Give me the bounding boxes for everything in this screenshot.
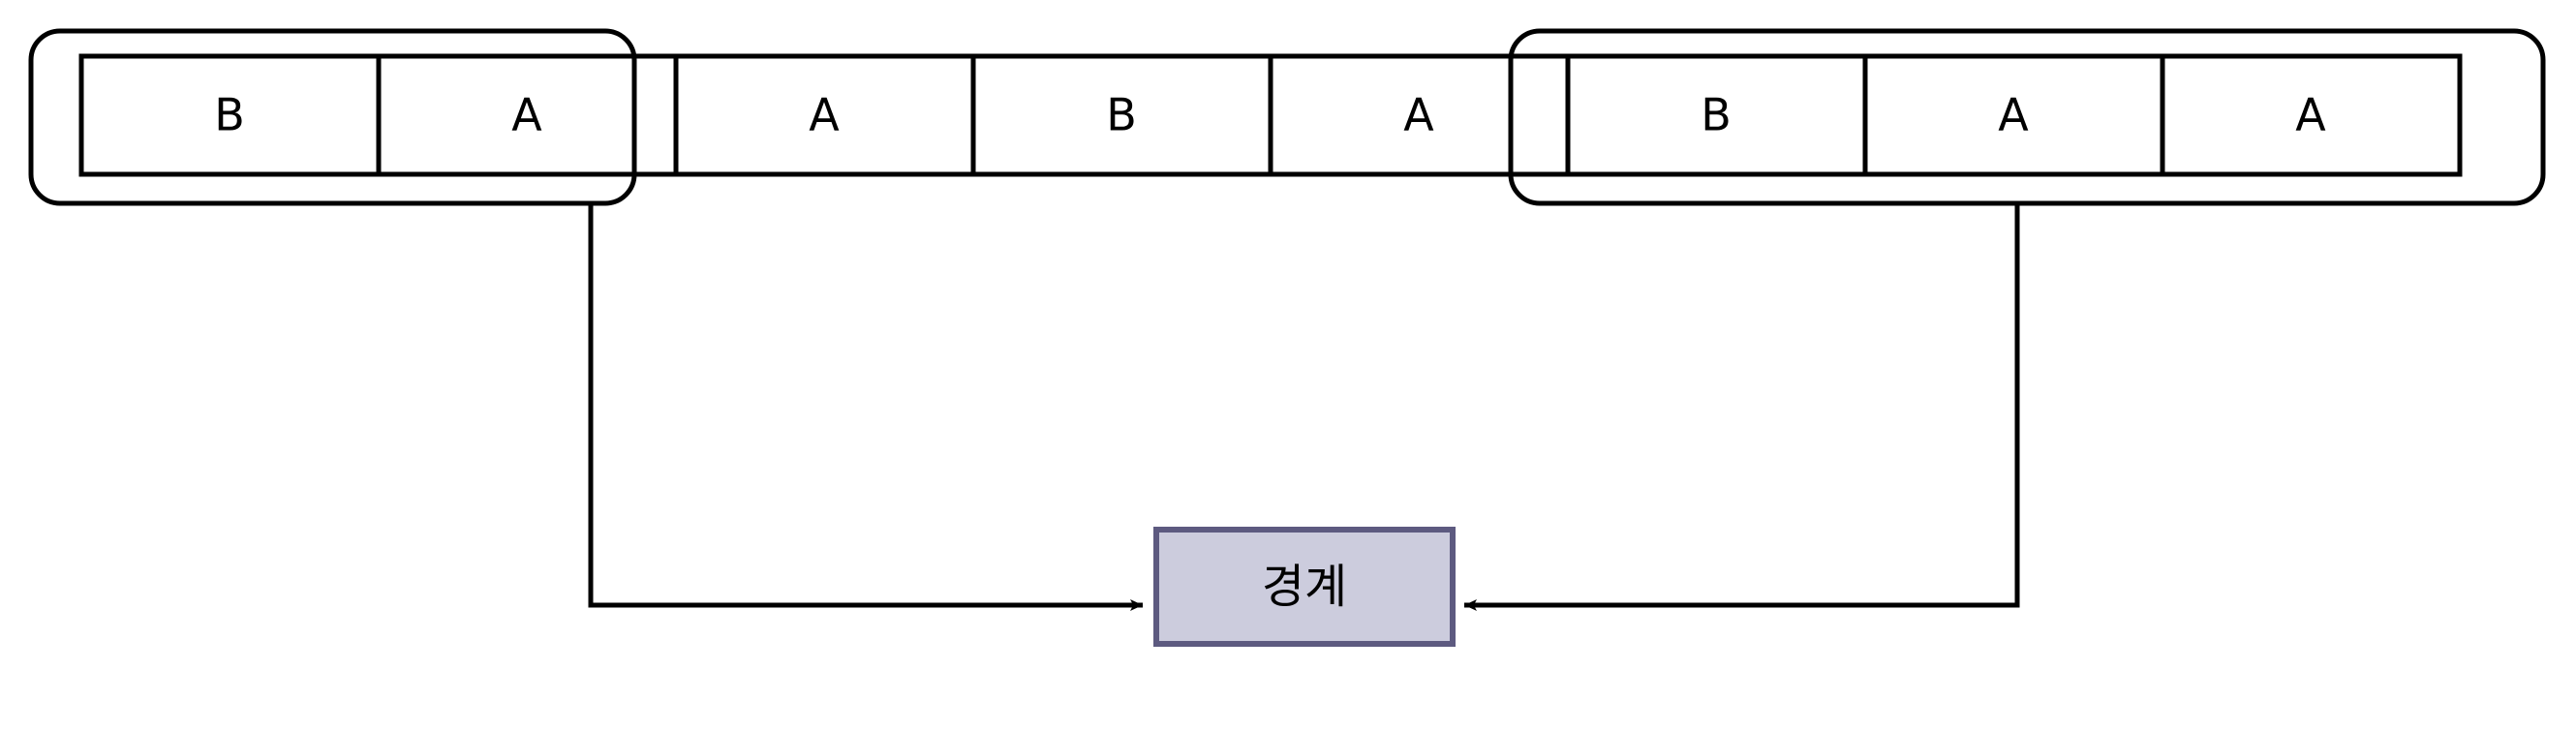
strip-cell-label: B [1106,89,1137,141]
strip-cell-label: A [1998,89,2029,141]
strip-cell-label: A [2295,89,2326,141]
strip-cell-label: A [1403,89,1434,141]
right-group-bracket[interactable] [1508,28,2546,206]
strip-cell-label: A [809,89,840,141]
right-connector [1464,205,2020,611]
left-group-bracket[interactable] [28,28,637,206]
strip-cell-label: B [1701,89,1732,141]
sequence-strip: B A A B A B A A [78,53,2463,177]
boundary-box-label: 경계 [1262,560,1347,614]
left-connector [588,205,1143,611]
boundary-box[interactable]: 경계 [1153,527,1456,647]
strip-cell-label: A [511,89,542,141]
strip-cell-label: B [214,89,245,141]
boundary-box-shape[interactable] [1153,527,1456,647]
